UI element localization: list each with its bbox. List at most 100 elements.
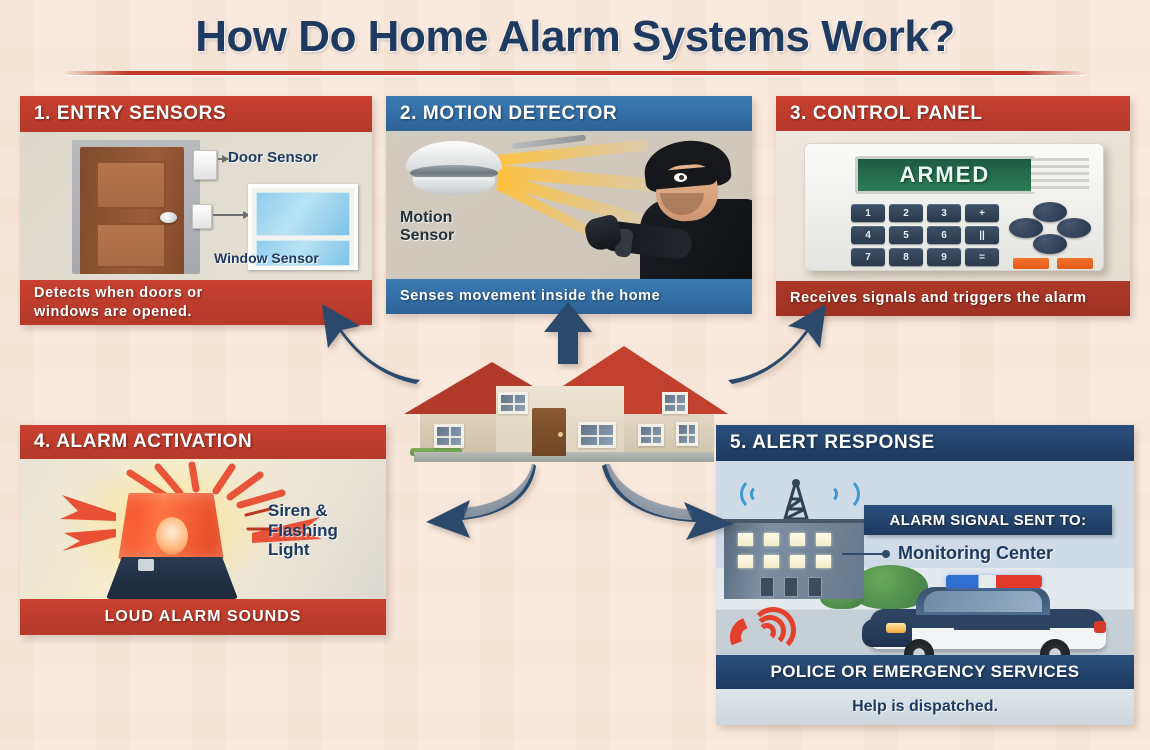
keypad-key-[interactable]: || (965, 226, 999, 244)
siren-base-icon (106, 557, 238, 599)
keypad-key-[interactable]: + (965, 204, 999, 222)
panel-3-footer: Receives signals and triggers the alarm (776, 281, 1130, 316)
door-panel-upper (96, 161, 166, 209)
keypad-key-6[interactable]: 6 (927, 226, 961, 244)
building-door (760, 577, 774, 597)
burglar-icon (582, 136, 752, 279)
keypad-key-4[interactable]: 4 (851, 226, 885, 244)
car-headlight (886, 623, 906, 633)
monitoring-center-building-icon (724, 523, 864, 599)
police-car-icon (862, 573, 1114, 667)
house-window (676, 422, 698, 446)
keypad-key-3[interactable]: 3 (927, 204, 961, 222)
phone-ring-3 (750, 607, 796, 653)
panel-4-footer: LOUD ALARM SOUNDS (20, 599, 386, 635)
building-window (790, 533, 805, 546)
panic-button-2[interactable] (1057, 258, 1093, 269)
window-pane-lower (256, 240, 350, 266)
car-stripe (954, 623, 1050, 630)
door-sensor-icon (193, 150, 217, 180)
keypad-key-2[interactable]: 2 (889, 204, 923, 222)
siren-label-line3: Light (268, 540, 310, 560)
siren-rays-icon (60, 461, 322, 551)
function-button-down[interactable] (1033, 234, 1067, 254)
building-door (808, 577, 822, 597)
panel-5-footer: POLICE OR EMERGENCY SERVICES (716, 655, 1134, 689)
keypad-key-7[interactable]: 7 (851, 248, 885, 266)
panel-entry-sensors[interactable]: 1. ENTRY SENSORS Door Sensor Window Sens… (20, 96, 372, 325)
building-window (764, 533, 779, 546)
house-window (578, 422, 616, 448)
function-button-up[interactable] (1033, 202, 1067, 222)
door-knob-icon (160, 212, 177, 223)
panel-5-header: 5. ALERT RESPONSE (716, 425, 1134, 461)
burglar-beard (660, 193, 704, 215)
keypad-key-8[interactable]: 8 (889, 248, 923, 266)
function-button-left[interactable] (1009, 218, 1043, 238)
panel-motion-detector[interactable]: 2. MOTION DETECTOR Motion Sensor Senses … (386, 96, 752, 314)
panel-4-header: 4. ALARM ACTIVATION (20, 425, 386, 459)
house-window (638, 424, 664, 446)
siren-label-line2: Flashing (268, 520, 338, 540)
alarm-signal-banner: ALARM SIGNAL SENT TO: (864, 505, 1112, 535)
bush-icon-1 (852, 565, 928, 609)
building-window (738, 533, 753, 546)
door-sensor-label: Door Sensor (228, 149, 319, 166)
home-icon (400, 340, 728, 470)
window-pane-upper (256, 192, 350, 236)
flow-arrow-down-right (600, 460, 770, 542)
title-block: How Do Home Alarm Systems Work? (0, 12, 1150, 75)
siren-bulb-icon (156, 517, 188, 555)
status-display: ARMED (855, 156, 1035, 194)
panel-2-illustration: Motion Sensor (386, 131, 752, 279)
siren-label-line1: Siren & (268, 501, 328, 520)
flow-arrow-down-left (378, 460, 538, 540)
flow-arrow-up-left (316, 300, 426, 386)
building-roof (720, 519, 868, 526)
speaker-grille-icon (1031, 158, 1089, 192)
panel-1-footer: Detects when doors or windows are opened… (20, 280, 372, 325)
siren-label: Siren & Flashing Light (268, 501, 378, 560)
panel-5-illustration: ALARM SIGNAL SENT TO: Monitoring Center (716, 461, 1134, 667)
motion-sensor-label: Motion Sensor (400, 209, 454, 244)
keypad-key-[interactable]: = (965, 248, 999, 266)
wall-right (614, 410, 714, 456)
panel-alert-response[interactable]: 5. ALERT RESPONSE (716, 425, 1134, 725)
door-panel-lower (96, 223, 166, 268)
siren-base-notch (138, 559, 154, 571)
monitoring-center-label: Monitoring Center (898, 543, 1053, 563)
status-badge: ARMED (899, 162, 991, 187)
panic-button-1[interactable] (1013, 258, 1049, 269)
burglar-eye (674, 173, 687, 182)
police-lightbar-icon (946, 575, 1042, 588)
window-sensor-pointer (213, 211, 250, 219)
monitoring-center-pointer (842, 550, 890, 558)
building-door (784, 577, 798, 597)
ringing-phone-icon (728, 605, 806, 667)
function-button-right[interactable] (1057, 218, 1091, 238)
keypad-key-1[interactable]: 1 (851, 204, 885, 222)
flow-arrow-up (540, 300, 596, 366)
panel-1-footer-line1: Detects when doors or (34, 285, 203, 302)
panel-1-header: 1. ENTRY SENSORS (20, 96, 372, 132)
window-sensor-icon (192, 204, 212, 229)
keypad-key-5[interactable]: 5 (889, 226, 923, 244)
panel-1-illustration: Door Sensor Window Sensor (20, 132, 372, 280)
window-icon (248, 184, 358, 270)
motion-sensor-label-line1: Motion (400, 209, 453, 226)
foundation (414, 452, 714, 462)
flow-arrow-up-right (722, 300, 832, 386)
panel-alarm-activation[interactable]: 4. ALARM ACTIVATION (20, 425, 386, 635)
panel-4-illustration: Siren & Flashing Light (20, 459, 386, 599)
door-frame-icon (72, 140, 200, 274)
keypad-key-9[interactable]: 9 (927, 248, 961, 266)
motion-dome-icon (406, 141, 502, 197)
signal-wave-right-outer-icon (826, 477, 860, 511)
house-window (498, 392, 528, 414)
house-window (662, 392, 688, 414)
title-divider (65, 71, 1085, 75)
